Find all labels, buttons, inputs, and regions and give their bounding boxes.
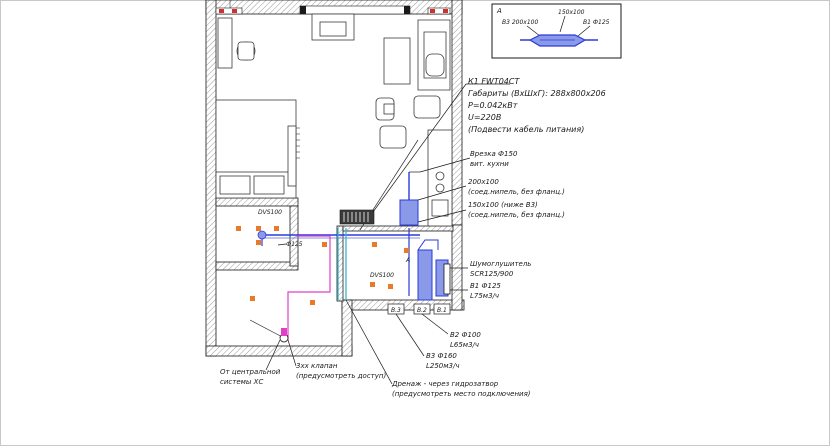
detail-a-inset: А В3 200х100 150х100 В1 Ф125 xyxy=(491,3,622,59)
unit-callout: К1 FWT04CT Габариты (ВхШхГ): 288х800х206… xyxy=(372,77,606,213)
wall-left xyxy=(205,0,217,357)
unit-dimensions: Габариты (ВхШхГ): 288х800х206 xyxy=(468,89,606,98)
drain-line1: Дренаж - через гидрозатвор xyxy=(391,380,499,388)
silencer-body xyxy=(443,263,451,295)
detail-a-b1-label: В1 Ф125 xyxy=(583,19,610,26)
silencer-line1: Шумоглушитель xyxy=(470,260,531,268)
detail-a-leader-1 xyxy=(526,25,541,37)
b2-callout: В2 Ф100 L65м3/ч xyxy=(421,313,481,349)
kitchen-cutout-line2: вит. кухни xyxy=(470,160,509,168)
vent-tags: В.3 В.2 В.1 xyxy=(387,303,451,315)
duct-150-line2: (соед.нипель, без фланц.) xyxy=(468,211,565,219)
wall-partition-bath xyxy=(215,261,299,271)
wall-corner xyxy=(341,299,353,357)
wall-right-lower xyxy=(451,224,463,311)
diffusers xyxy=(236,226,409,305)
wall-partition-hall xyxy=(215,197,299,207)
detail-a-b3-label: В3 200х100 xyxy=(502,19,538,26)
dia125-label: Ф125 xyxy=(286,241,303,248)
dvs-top-label: DVS100 xyxy=(258,209,282,216)
section-arrow-a: А xyxy=(405,257,410,264)
wall-partition-bath-right xyxy=(336,225,344,302)
condensate-pipe xyxy=(287,235,331,340)
unit-voltage: U=220В xyxy=(468,113,501,122)
b3-line1: В3 Ф160 xyxy=(426,352,457,360)
tag-b3: В.3 xyxy=(391,307,401,314)
b2-line1: В2 Ф100 xyxy=(450,331,481,339)
wall-right xyxy=(451,0,463,226)
valve-line2: (предусмотреть доступ) xyxy=(296,372,386,380)
drain-line2: (предусмотреть место подключения) xyxy=(392,390,531,398)
unit-power: Р=0.042кВт xyxy=(468,101,518,110)
b1-line2: L75м3/ч xyxy=(470,292,499,300)
b2-line2: L65м3/ч xyxy=(450,341,479,349)
detail-a-frame xyxy=(491,3,622,59)
unit-model: К1 FWT04CT xyxy=(468,77,520,86)
kitchen-cutout-line1: Врезка Ф150 xyxy=(470,150,518,158)
desk xyxy=(217,17,233,69)
duct-200-line2: (соед.нипель, без фланц.) xyxy=(468,188,565,196)
dvs-top-fitting xyxy=(257,230,267,240)
wall-partition-kitchen-bottom xyxy=(342,225,454,232)
duct-150-callout: 150х100 (ниже В3) (соед.нипель, без флан… xyxy=(417,201,565,223)
silencer-callout: Шумоглушитель SCR125/900 xyxy=(450,260,531,278)
valve-line1: 3хх клапан xyxy=(296,362,338,370)
kitchen-cutout-callout: Врезка Ф150 вит. кухни xyxy=(409,150,518,173)
b3-callout: В3 Ф160 L250м3/ч xyxy=(395,313,460,370)
b3-line2: L250м3/ч xyxy=(426,362,460,370)
dining-table xyxy=(383,37,411,85)
furniture xyxy=(215,13,453,231)
b1-callout: В1 Ф125 L75м3/ч xyxy=(450,282,501,300)
supply-riser xyxy=(399,199,419,226)
central-line2: системы ХС xyxy=(220,378,263,386)
fan-coil-unit xyxy=(339,209,375,225)
duct-200-line1: 200х100 xyxy=(468,178,499,186)
drain-callout: Дренаж - через гидрозатвор (предусмотрет… xyxy=(345,299,531,398)
central-line1: От центральной xyxy=(220,368,281,376)
tag-b1: В.1 xyxy=(437,307,447,314)
duct-network xyxy=(257,172,451,340)
exhaust-duct-b3 xyxy=(417,249,433,301)
detail-a-letter: А xyxy=(496,7,502,15)
b1-line1: В1 Ф125 xyxy=(470,282,501,290)
detail-a-leader-2 xyxy=(559,15,566,33)
windows xyxy=(215,0,451,15)
central-callout: От центральной системы ХС xyxy=(220,339,281,386)
silencer-line2: SCR125/900 xyxy=(470,270,514,278)
duct-200-callout: 200х100 (соед.нипель, без фланц.) xyxy=(417,178,565,201)
unit-note: (Подвести кабель питания) xyxy=(468,125,584,134)
duct-150-line1: 150х100 (ниже В3) xyxy=(468,201,538,209)
detail-a-duct-shape xyxy=(520,34,598,47)
tag-b2: В.2 xyxy=(417,307,427,314)
detail-a-leader-3 xyxy=(577,25,591,37)
valve-callout: 3хх клапан (предусмотреть доступ) xyxy=(287,339,386,380)
detail-a-size-label: 150х100 xyxy=(558,9,585,16)
wall-bottom xyxy=(205,345,353,357)
entrance-area xyxy=(249,319,289,343)
dvs-mid-label: DVS100 xyxy=(370,272,394,279)
